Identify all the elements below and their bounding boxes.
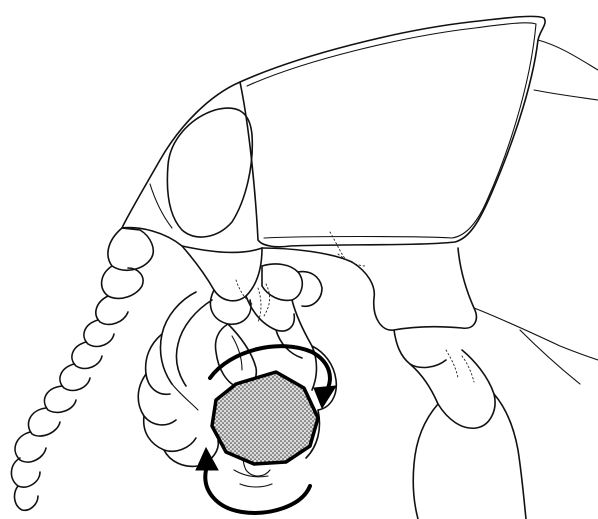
pronotum	[240, 16, 598, 246]
prothoracic-leg	[262, 232, 598, 519]
maxillary-palp	[138, 292, 218, 466]
head-capsule	[122, 82, 262, 252]
labrum	[182, 246, 262, 324]
antenna	[11, 228, 153, 510]
food-particle	[212, 372, 318, 464]
compound-eye	[167, 108, 252, 237]
